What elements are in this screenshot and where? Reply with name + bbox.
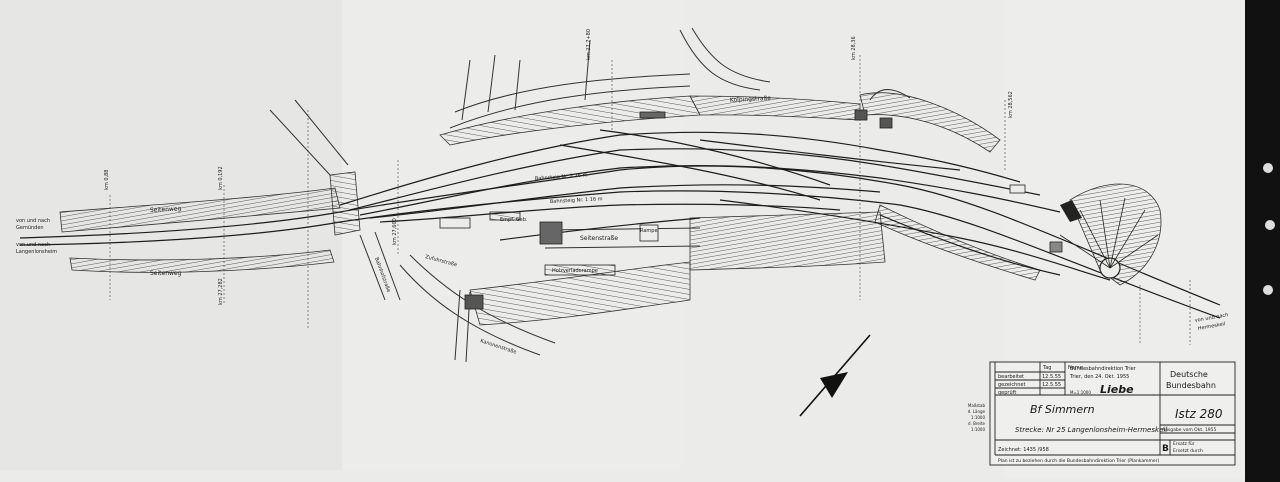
roads (269, 27, 911, 363)
tracks (19, 129, 1221, 319)
issue-date: Ausgabe vom Okt. 1955 (1162, 427, 1217, 433)
label-from-gemuenden-1: von und nach (16, 218, 50, 224)
approved-date-2: 12.5.55 (1042, 382, 1061, 388)
railway-line-1: Deutsche (1170, 370, 1208, 379)
station-name: Bf Simmern (1030, 403, 1095, 416)
approved-row-3: geprüft (998, 390, 1016, 396)
label-seitenweg-bottom: Seitenweg (150, 270, 182, 277)
label-km-3: km 27,282 (218, 278, 224, 305)
label-to-hermeskeil-1: von und nach (1194, 312, 1229, 324)
label-km-4: km 27,600 (392, 218, 398, 245)
north-arrow-icon (799, 334, 871, 417)
approved-col-tag: Tag (1042, 365, 1051, 371)
authority-line-2: Trier, den 24. Okt. 1955 (1069, 374, 1129, 380)
label-to-hermeskeil-2: Hermeskeil (1197, 321, 1226, 332)
label-empf-geb: Empf. Geb. (500, 217, 528, 223)
approved-col-name: Name (1068, 365, 1083, 371)
label-bahnsteig-1: Bahnsteig Nr. 1 16 m (550, 196, 603, 205)
drawing-labels: Seitenweg Seitenweg von und nach Gemünde… (16, 29, 1229, 356)
label-from-langenlonsheim-1: von und nach (16, 242, 50, 248)
label-from-gemuenden-2: Gemünden (16, 225, 44, 231)
side-label-2: d. Länge (968, 409, 986, 414)
label-km-1: km 0,88 (104, 170, 110, 191)
label-km-2: km 0,192 (218, 166, 224, 190)
label-seitenweg-top: Seitenweg (150, 205, 182, 214)
scale-label: M=1:1000 (1070, 390, 1091, 395)
authority-line-1: Bundesbahndirektion Trier (1070, 366, 1137, 372)
label-rampe: Rampe (640, 228, 658, 234)
drawing-number: Istz 280 (1175, 407, 1223, 421)
side-label-4: d. Breite (968, 421, 986, 426)
footer-note: Plan ist zu beziehen durch die Bundesbah… (998, 458, 1159, 464)
signature: Liebe (1100, 383, 1134, 396)
approved-date-1: 12.5.55 (1042, 374, 1061, 380)
title-block (989, 361, 1236, 466)
embankments (59, 92, 1041, 326)
side-label-1: Maßstab (968, 403, 986, 408)
label-kolpingstrasse: Kolpingstraße (730, 95, 772, 104)
title-block-text: Tag Name bearbeitet gezeichnet geprüft 1… (968, 365, 1223, 464)
label-km-7: km 28,562 (1008, 91, 1014, 118)
ersatz-for: Ersatz für (1173, 441, 1195, 447)
side-label-5: 1:1000 (971, 427, 986, 432)
zeichnung-number: Zeichnet: 1435 /958 (998, 447, 1049, 453)
approved-row-2: gezeichnet (998, 382, 1026, 388)
label-km-6: km 28,36 (851, 36, 857, 60)
label-km-5: km 27,7+80 (586, 29, 592, 60)
label-seitenstrasse: Seitenstraße (580, 235, 618, 242)
label-holzverlade: Holzverladerampe (552, 268, 598, 274)
label-from-langenlonsheim-2: Langenlonsheim (16, 249, 57, 255)
buildings (439, 109, 1063, 310)
ersatz-code: B (1162, 444, 1169, 454)
side-label-3: 1:1000 (971, 415, 986, 420)
km-marker-lines (109, 55, 1191, 345)
turntable (1059, 183, 1162, 286)
approved-row-1: bearbeitet (998, 374, 1024, 380)
label-bahnsteig-2: Bahnsteig Nr. 2 16 m (535, 172, 588, 182)
route-name: Strecke: Nr 25 Langenlonsheim-Hermeskeil (1015, 426, 1167, 434)
ersatz-by: Ersetzt durch (1173, 448, 1203, 454)
railway-line-2: Bundesbahn (1166, 381, 1216, 390)
